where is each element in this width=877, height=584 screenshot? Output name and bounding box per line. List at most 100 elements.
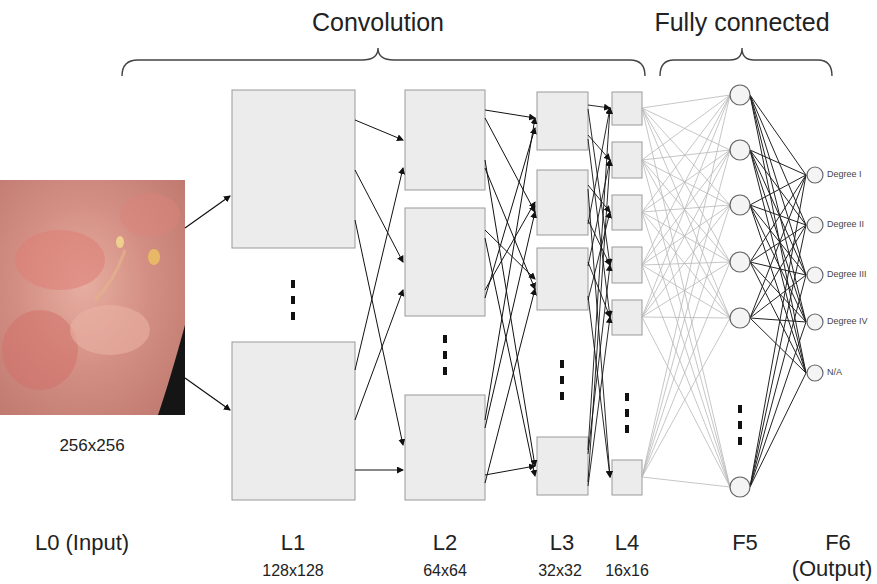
dense-line <box>642 318 730 477</box>
layer-name: L4 <box>615 530 639 555</box>
dense-line <box>642 108 730 205</box>
layer-name: L2 <box>433 530 457 555</box>
dense-line <box>642 95 730 265</box>
output-node: Degree III <box>806 266 867 284</box>
dense-line <box>750 373 806 487</box>
output-circle-outline <box>807 217 823 233</box>
map-arrow <box>588 317 610 486</box>
dense-line <box>642 150 730 212</box>
dense-line <box>642 150 730 477</box>
map-arrow <box>588 109 610 265</box>
output-circle-outline <box>807 365 823 381</box>
dense-line <box>750 275 806 487</box>
section-heading: Fully connected <box>654 8 829 37</box>
map-arrow <box>485 289 535 483</box>
output-circle-outline <box>807 267 823 283</box>
dense-line <box>750 95 806 225</box>
class-label: Degree II <box>827 220 864 230</box>
map-arrow <box>485 128 535 298</box>
dense-line <box>642 205 730 317</box>
section-heading: Convolution <box>312 8 444 37</box>
dense-line <box>750 150 806 322</box>
output-node: Degree IV <box>806 313 868 331</box>
dense-line <box>642 95 730 108</box>
dense-line <box>642 262 730 317</box>
map-arrow <box>355 470 403 471</box>
input-size: 256x256 <box>59 436 124 456</box>
dense-line <box>750 175 806 487</box>
dense-line <box>642 150 730 265</box>
layer-name: L0 (Input) <box>35 530 129 555</box>
dense-line <box>642 477 730 487</box>
feature-maps <box>232 90 642 500</box>
dense-line <box>642 150 730 317</box>
dense-line <box>642 108 730 487</box>
dense-line <box>642 212 730 487</box>
output-circle <box>806 266 824 284</box>
map-arrow <box>355 170 403 262</box>
layer-name: L3 <box>550 530 574 555</box>
dense-line <box>642 95 730 477</box>
dense-line <box>642 205 730 477</box>
class-label: Degree I <box>827 170 862 180</box>
layer-name: F5 <box>732 530 758 555</box>
dense-line <box>750 225 806 262</box>
hidden-neurons <box>730 85 750 497</box>
output-circle <box>806 166 824 184</box>
output-circle <box>806 364 824 382</box>
input-arrow <box>185 378 230 410</box>
map-arrow <box>588 105 610 108</box>
layer-name: (Output) <box>792 556 873 581</box>
output-circle <box>806 216 824 234</box>
output-node: Degree I <box>806 166 862 184</box>
output-node: N/A <box>806 364 842 382</box>
class-label: N/A <box>827 368 842 378</box>
map-arrow <box>355 290 403 420</box>
map-arrow <box>485 118 535 420</box>
burn-photo <box>0 180 185 415</box>
dense-line <box>750 175 806 318</box>
input-arrow <box>185 196 230 228</box>
class-label: Degree III <box>827 270 867 280</box>
map-arrow <box>355 168 403 370</box>
map-arrow <box>355 220 403 445</box>
dense-line <box>642 262 730 265</box>
map-arrow <box>485 466 535 475</box>
dense-line <box>642 212 730 318</box>
layer-name: F6 <box>825 530 851 555</box>
brackets <box>122 48 832 76</box>
layer-size: 128x128 <box>262 562 323 580</box>
output-circle <box>806 313 824 331</box>
dense-line <box>642 262 730 477</box>
output-circle-outline <box>807 167 823 183</box>
map-arrow <box>485 160 535 466</box>
layer-size: 32x32 <box>538 562 582 580</box>
dense-line <box>750 175 806 205</box>
dense-line <box>642 205 730 265</box>
dense-line <box>642 317 730 318</box>
dense-line <box>750 225 806 487</box>
dense-line <box>642 95 730 317</box>
map-arrow <box>588 265 610 454</box>
dense-line <box>750 150 806 275</box>
dense-line <box>750 225 806 318</box>
dense-line <box>750 322 806 487</box>
dense-line <box>750 150 806 175</box>
dense-line <box>750 175 806 262</box>
map-arrow <box>355 120 403 140</box>
layer-name: L1 <box>281 530 305 555</box>
class-label: Degree IV <box>827 317 868 327</box>
map-arrow <box>588 160 610 482</box>
dense-line <box>750 318 806 322</box>
map-arrow <box>485 110 535 118</box>
dense-line <box>642 160 730 487</box>
dense-line <box>750 275 806 318</box>
dense-line <box>642 265 730 487</box>
output-circle-outline <box>807 314 823 330</box>
output-node: Degree II <box>806 216 864 234</box>
layer-size: 16x16 <box>605 562 649 580</box>
dense-line <box>642 317 730 487</box>
dense-line <box>750 150 806 373</box>
layer-size: 64x64 <box>423 562 467 580</box>
